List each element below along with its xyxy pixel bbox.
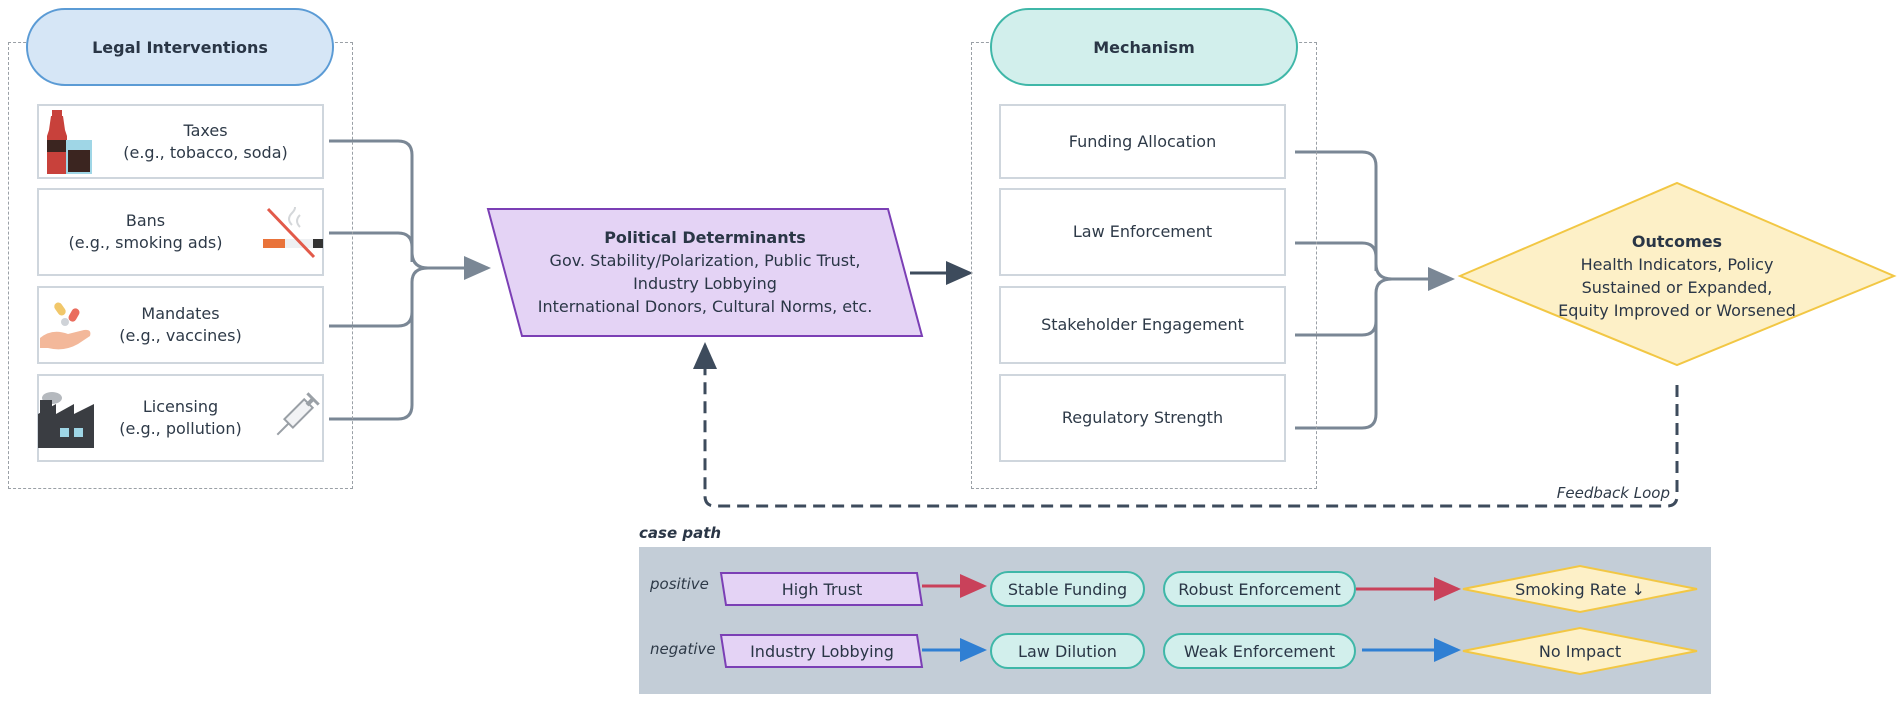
- positive-determinant: High Trust: [781, 579, 863, 599]
- pills-hand-icon: [40, 302, 91, 350]
- taxes-title: Taxes: [183, 120, 228, 140]
- mandates-title: Mandates: [141, 304, 220, 323]
- legal-header-label: Legal Interventions: [92, 37, 268, 57]
- mechanism-header: Mechanism: [990, 8, 1298, 86]
- licensing-title: Licensing: [142, 397, 219, 416]
- mandates-example: (e.g., vaccines): [119, 326, 242, 345]
- political-line-3: International Donors, Cultural Norms, et…: [537, 297, 873, 316]
- mechanism-card-stakeholder: Stakeholder Engagement: [999, 286, 1286, 364]
- political-determinants-block: Political Determinants Gov. Stability/Po…: [520, 219, 890, 325]
- political-shape: [486, 208, 924, 337]
- positive-outcome-shape: [1462, 564, 1698, 614]
- mechanism-card-funding: Funding Allocation: [999, 104, 1286, 179]
- legal-interventions-header: Legal Interventions: [26, 8, 334, 86]
- outcomes-block: Outcomes Health Indicators, Policy Susta…: [1540, 226, 1814, 326]
- soda-bottle-icon: [47, 110, 92, 174]
- mechanism-header-label: Mechanism: [1093, 37, 1195, 57]
- negative-mech1-shape: [990, 633, 1145, 669]
- negative-mechanism-1: Law Dilution: [1018, 641, 1117, 661]
- taxes-example: (e.g., tobacco, soda): [123, 142, 288, 162]
- outcomes-line-1: Health Indicators, Policy: [1580, 255, 1774, 274]
- bans-title: Bans: [125, 211, 166, 230]
- negative-outcome: No Impact: [1538, 641, 1622, 661]
- positive-mechanism-2: Robust Enforcement: [1178, 579, 1341, 599]
- licensing-example: (e.g., pollution): [119, 419, 242, 438]
- legal-connector: [329, 139, 491, 421]
- negative-determinant-shape: [719, 634, 924, 668]
- positive-label: positive: [650, 575, 709, 593]
- mechanism-card-enforcement: Law Enforcement: [999, 188, 1286, 276]
- negative-label: negative: [650, 640, 716, 658]
- negative-mechanism-2: Weak Enforcement: [1183, 641, 1336, 661]
- political-line-2: Industry Lobbying: [633, 274, 777, 293]
- outcomes-title: Outcomes: [1631, 232, 1723, 251]
- no-smoking-icon: [263, 207, 323, 259]
- mechanism-connector: [1295, 150, 1455, 430]
- outcomes-line-3: Equity Improved or Worsened: [1558, 301, 1796, 320]
- feedback-loop-label: Feedback Loop: [1556, 484, 1670, 502]
- factory-icon: [38, 392, 94, 448]
- positive-determinant-shape: [719, 572, 924, 606]
- political-title: Political Determinants: [604, 228, 806, 247]
- outcomes-shape: [1457, 181, 1897, 367]
- political-line-1: Gov. Stability/Polarization, Public Trus…: [549, 251, 861, 270]
- case-path-title: case path: [639, 524, 722, 542]
- mechanism-item-label: Stakeholder Engagement: [1041, 315, 1244, 334]
- outcomes-line-2: Sustained or Expanded,: [1581, 278, 1773, 297]
- mechanism-item-label: Funding Allocation: [1068, 131, 1217, 151]
- positive-mechanism-1: Stable Funding: [1007, 579, 1128, 599]
- feedback-loop-arrow: [693, 342, 1679, 508]
- negative-mech2-shape: [1163, 633, 1356, 669]
- positive-outcome: Smoking Rate ↓: [1515, 579, 1645, 599]
- legal-card-bans: Bans (e.g., smoking ads): [37, 188, 324, 276]
- syringe-icon: [276, 392, 320, 436]
- positive-mech2-shape: [1163, 571, 1356, 607]
- mechanism-item-label: Regulatory Strength: [1061, 408, 1224, 427]
- negative-outcome-shape: [1462, 626, 1698, 676]
- bans-example: (e.g., smoking ads): [68, 233, 223, 252]
- positive-mech1-shape: [990, 571, 1145, 607]
- legal-card-mandates: Mandates (e.g., vaccines): [37, 286, 324, 364]
- mechanism-item-label: Law Enforcement: [1072, 222, 1213, 241]
- case-path-panel: [639, 547, 1711, 694]
- negative-determinant: Industry Lobbying: [750, 641, 894, 661]
- mechanism-card-regulatory: Regulatory Strength: [999, 374, 1286, 462]
